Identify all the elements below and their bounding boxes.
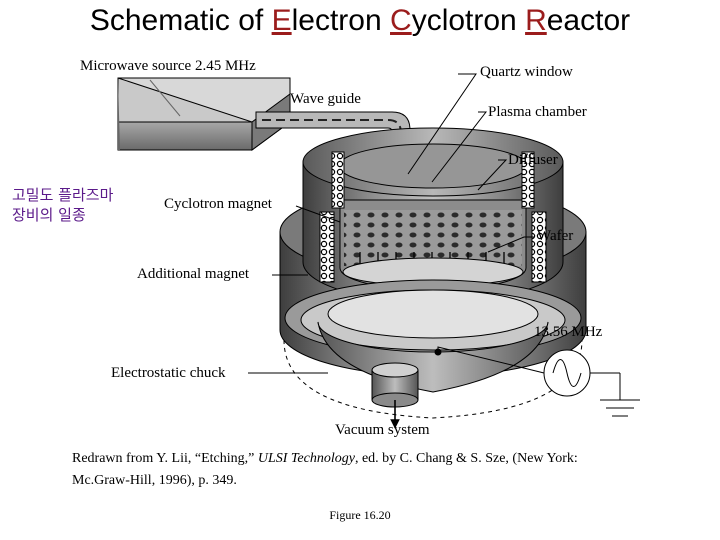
rf-frequency-label: 13.56 MHz bbox=[534, 324, 603, 340]
figure-caption: Figure 16.20 bbox=[329, 508, 391, 522]
rf-source bbox=[437, 346, 621, 400]
source-credit: Redrawn from Y. Lii, “Etching,” ULSI Tec… bbox=[72, 451, 578, 488]
korean-note-line1: 고밀도 플라즈마 bbox=[12, 186, 114, 204]
diffuser-label: Diffuser bbox=[508, 152, 558, 168]
plasma-chamber-label: Plasma chamber bbox=[488, 104, 587, 120]
vacuum-system-label: Vacuum system bbox=[335, 422, 430, 438]
slide-title: Schematic of Electron Cyclotron Reactor bbox=[89, 4, 631, 37]
vacuum-pipe bbox=[371, 362, 419, 429]
cyclotron-magnet-label: Cyclotron magnet bbox=[164, 196, 272, 212]
microwave-source-label: Microwave source 2.45 MHz bbox=[80, 58, 256, 74]
wave-guide-label: Wave guide bbox=[290, 91, 361, 107]
leader-lines bbox=[248, 73, 534, 374]
cyclotron-magnet-coils bbox=[319, 151, 547, 283]
electrostatic-chuck-label: Electrostatic chuck bbox=[111, 365, 226, 381]
ground-symbol bbox=[600, 399, 640, 417]
electrostatic-chuck bbox=[284, 279, 582, 393]
wafer-label: Wafer bbox=[537, 228, 574, 244]
additional-magnet-label: Additional magnet bbox=[137, 266, 250, 282]
quartz-window-label: Quartz window bbox=[480, 64, 573, 80]
korean-note: 고밀도 플라즈마 장비의 일종 bbox=[12, 185, 113, 225]
korean-note-line2: 장비의 일종 bbox=[12, 206, 86, 224]
